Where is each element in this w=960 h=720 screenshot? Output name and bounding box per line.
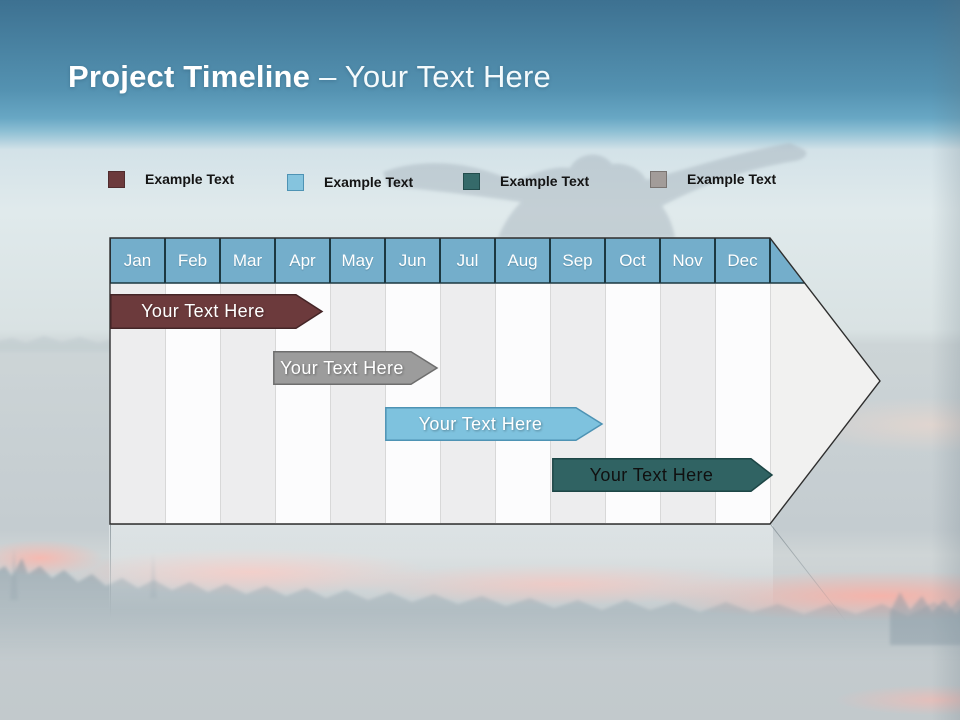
title-placeholder-text: – Your Text Here — [319, 59, 551, 94]
title-main-text: Project Timeline — [68, 59, 311, 94]
legend-label: Example Text — [500, 173, 590, 189]
month-cell[interactable]: Jun — [398, 251, 427, 270]
legend-label: Example Text — [324, 174, 414, 190]
month-cell[interactable]: Jul — [456, 251, 479, 270]
month-cell[interactable]: Aug — [507, 251, 538, 270]
month-cell[interactable]: Nov — [672, 251, 703, 270]
month-cell[interactable]: May — [341, 251, 374, 270]
legend-label: Example Text — [145, 171, 235, 187]
bar-arrow-shape — [273, 351, 439, 385]
legend-swatch-blue — [287, 173, 304, 191]
legend-item-4[interactable]: Example Text — [650, 169, 776, 189]
timeline-bar-3[interactable]: Your Text Here — [385, 407, 604, 441]
bar-label: Your Text Here — [589, 464, 714, 485]
month-header-borders — [110, 238, 808, 284]
month-cell[interactable]: Mar — [232, 251, 263, 270]
month-header-row: Jan Feb Mar Apr May Jun Jul Aug Sep Oct … — [110, 238, 770, 283]
bar-label: Your Text Here — [141, 301, 265, 321]
month-cell[interactable]: Oct — [619, 251, 646, 270]
month-cell[interactable]: Jan — [123, 251, 152, 270]
timeline-bar-1[interactable]: Your Text Here — [110, 294, 324, 329]
legend-swatch-maroon — [108, 170, 125, 188]
legend-item-2[interactable]: Example Text — [287, 172, 413, 192]
legend-item-3[interactable]: Example Text — [463, 171, 589, 191]
legend-item-1[interactable]: Example Text — [108, 169, 234, 189]
month-cell[interactable]: Apr — [289, 251, 316, 270]
timeline-arrow-outline — [109, 237, 881, 525]
legend-swatch-teal — [463, 172, 480, 190]
month-cell[interactable]: Dec — [727, 251, 758, 270]
month-cell[interactable]: Sep — [562, 251, 593, 270]
bar-arrow-shape — [385, 407, 604, 441]
legend-swatch-gray — [650, 170, 667, 188]
slide-title[interactable]: Project Timeline– Your Text Here — [68, 58, 551, 96]
bar-label: Your Text Here — [280, 357, 404, 378]
month-cell[interactable]: Feb — [177, 251, 208, 270]
bar-label: Your Text Here — [418, 413, 543, 434]
bar-arrow-shape — [552, 458, 774, 492]
timeline-bar-4[interactable]: Your Text Here — [552, 458, 774, 492]
legend-label: Example Text — [687, 171, 777, 187]
bar-arrow-shape — [110, 294, 324, 329]
timeline-bar-2[interactable]: Your Text Here — [273, 351, 439, 385]
